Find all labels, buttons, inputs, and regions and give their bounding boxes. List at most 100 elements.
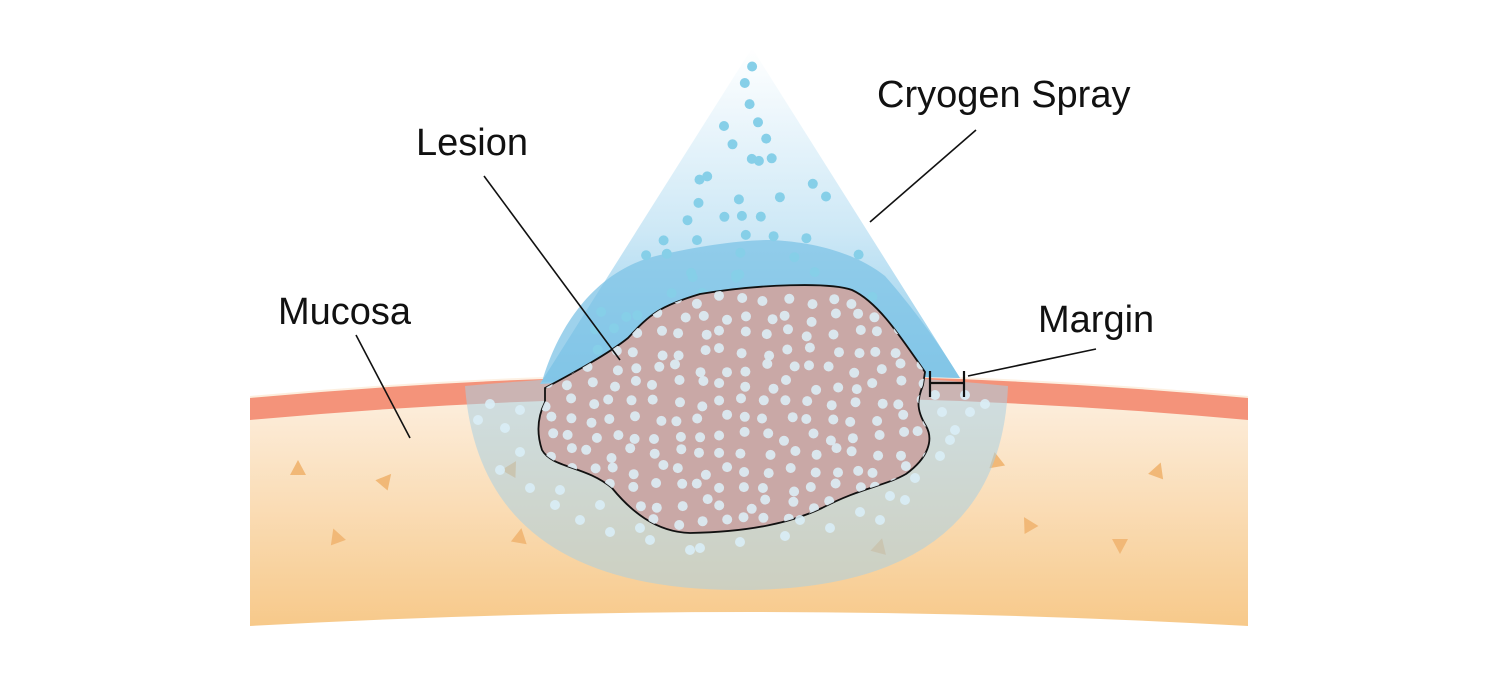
lesion-dot bbox=[737, 293, 748, 303]
lesion-dot bbox=[604, 414, 615, 424]
lesion-dot bbox=[746, 503, 757, 514]
cryogen-spray-label: Cryogen Spray bbox=[877, 74, 1130, 116]
lesion-dot bbox=[562, 429, 573, 440]
lesion-dot bbox=[833, 467, 843, 478]
lesion-dot bbox=[674, 375, 685, 385]
spray-droplet bbox=[692, 235, 702, 246]
spray-droplet bbox=[735, 247, 746, 258]
lesion-dot bbox=[628, 481, 639, 492]
zone-dot bbox=[605, 527, 615, 537]
zone-dot bbox=[910, 473, 920, 483]
tissue-triangle-mark bbox=[1024, 517, 1039, 535]
lesion-dot bbox=[566, 393, 577, 404]
lesion-dot bbox=[788, 496, 799, 507]
lesion-dot bbox=[847, 433, 858, 444]
zone-dot bbox=[875, 515, 885, 525]
lesion-dot bbox=[740, 326, 751, 337]
lesion-dot bbox=[890, 348, 901, 359]
lesion-dot bbox=[722, 514, 733, 525]
tissue-triangle-mark bbox=[1148, 462, 1164, 480]
lesion-dot bbox=[673, 350, 684, 361]
lesion-dot bbox=[765, 449, 776, 460]
lesion-dot bbox=[541, 291, 552, 302]
zone-dot bbox=[555, 485, 565, 495]
lesion-dot bbox=[672, 463, 683, 474]
tissue-triangle-mark bbox=[330, 528, 346, 546]
spray-droplet bbox=[755, 211, 766, 222]
spray-droplet bbox=[609, 323, 619, 334]
lesion-dot bbox=[675, 431, 686, 442]
lesion-dot bbox=[606, 453, 617, 463]
lesion-dot bbox=[867, 467, 878, 478]
lesion-dot bbox=[804, 360, 814, 371]
lesion-dot bbox=[790, 446, 801, 456]
lesion-dot bbox=[802, 396, 813, 407]
lesion-dot bbox=[714, 378, 725, 389]
spray-droplet bbox=[719, 211, 730, 222]
lesion-dot bbox=[810, 467, 821, 478]
lesion-dot bbox=[846, 299, 857, 309]
lesion-dot bbox=[610, 381, 620, 392]
zone-dot bbox=[685, 545, 695, 555]
lesion-dot bbox=[603, 394, 614, 405]
lesion-dot bbox=[806, 316, 817, 327]
spray-droplet bbox=[736, 210, 747, 221]
zone-dot bbox=[735, 537, 745, 547]
lesion-dot bbox=[896, 450, 906, 461]
spray-droplet bbox=[632, 310, 643, 321]
lesion-dot bbox=[876, 364, 887, 375]
lesion-dot bbox=[651, 502, 662, 513]
zone-dot bbox=[950, 425, 960, 435]
lesion-dot bbox=[654, 361, 665, 372]
lesion-dot bbox=[566, 413, 577, 424]
lesion-dot bbox=[873, 450, 884, 461]
lesion-dot bbox=[846, 446, 857, 457]
lesion-dot bbox=[714, 482, 725, 493]
lesion-dot bbox=[680, 312, 691, 323]
spray-droplet bbox=[702, 171, 713, 182]
lesion-dot bbox=[922, 312, 930, 323]
zone-dot bbox=[935, 451, 945, 461]
lesion-dot bbox=[694, 447, 704, 458]
lesion-dot bbox=[722, 367, 732, 378]
lesion-dot bbox=[695, 367, 706, 378]
lesion-dot bbox=[714, 343, 724, 354]
lesion-dot bbox=[630, 375, 641, 386]
lesion-dot bbox=[631, 363, 642, 374]
lesion-dot bbox=[874, 430, 885, 440]
lesion-dot bbox=[738, 482, 749, 493]
lesion-dot bbox=[701, 329, 712, 340]
margin-marker bbox=[928, 371, 966, 397]
lesion-dot bbox=[853, 308, 864, 319]
lesion-dot bbox=[807, 299, 818, 310]
lesion-dot bbox=[697, 401, 708, 412]
zone-dot bbox=[795, 515, 805, 525]
lesion-dot bbox=[722, 314, 732, 325]
spray-droplet bbox=[774, 192, 785, 203]
lesion-dot bbox=[845, 416, 856, 427]
zone-dot bbox=[500, 423, 510, 433]
lesion-dot bbox=[825, 435, 836, 446]
lesion-dot bbox=[853, 465, 864, 476]
lesion-dot bbox=[893, 399, 904, 410]
lesion-dot bbox=[722, 462, 733, 473]
lesion-dot bbox=[789, 486, 800, 497]
spray-droplet bbox=[740, 229, 751, 240]
lesion-dot bbox=[625, 443, 636, 454]
lesion-dot bbox=[677, 501, 688, 512]
lesion-dot bbox=[738, 512, 749, 523]
lesion-dot bbox=[649, 448, 660, 459]
lesion-dot bbox=[849, 367, 860, 378]
lesion-dot bbox=[833, 382, 844, 393]
spray-droplet bbox=[693, 197, 704, 208]
spray-droplet bbox=[682, 215, 693, 226]
lesion-leader bbox=[483, 175, 621, 361]
spray-droplet bbox=[733, 194, 744, 205]
lesion-dot bbox=[741, 311, 751, 322]
lesion-dot bbox=[763, 428, 774, 439]
lesion-dot bbox=[714, 447, 725, 458]
lesion-dot bbox=[877, 398, 888, 409]
lesion-dot bbox=[855, 325, 866, 335]
lesion-dot bbox=[739, 426, 750, 437]
spray-droplet bbox=[853, 249, 864, 260]
